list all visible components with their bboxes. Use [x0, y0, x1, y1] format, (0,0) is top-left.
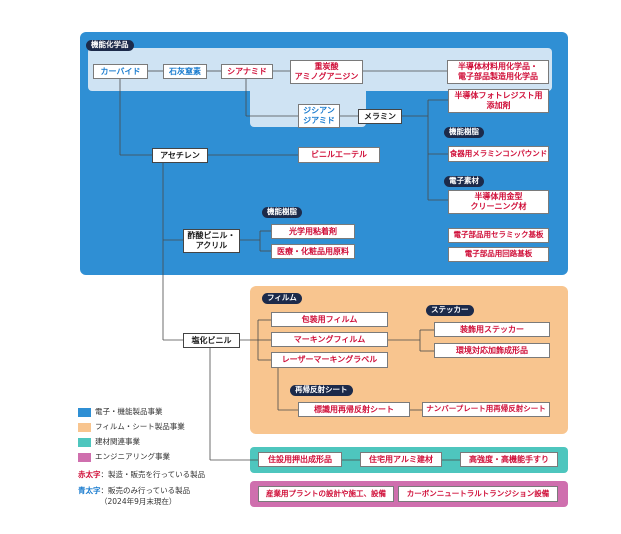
node-carbon-neutral: カーボンニュートラルトランジション設備 — [398, 486, 558, 502]
node-pvc: 塩化ビニル — [183, 333, 240, 348]
tag-sticker: ステッカー — [426, 305, 474, 316]
legend-label-building: 建材関連事業 — [95, 437, 140, 447]
node-photoresist-line1: 半導体フォトレジスト用 — [454, 91, 543, 101]
tag-retroreflective-sheet: 再帰反射シート — [290, 385, 353, 396]
tag-electronic-materials: 電子素材 — [444, 176, 484, 187]
tag-functional-chemicals: 機能化学品 — [86, 40, 134, 51]
node-bicarb-line1: 重炭酸 — [314, 62, 339, 72]
node-plate-sheet: ナンバープレート用再帰反射シート — [422, 402, 550, 417]
note-blue-text: ：販売のみ行っている製品 — [100, 486, 191, 495]
legend-item-film: フィルム・シート製品事業 — [78, 420, 185, 435]
node-sign-sheet: 標識用再帰反射シート — [298, 402, 410, 417]
node-photoresist-line2: 添加剤 — [486, 101, 511, 110]
node-vinyl-ether: ビニルエーテル — [298, 147, 380, 163]
legend-swatch-engineering — [78, 453, 91, 462]
node-dicy-line1: ジシアン — [303, 106, 335, 116]
note-red-text: ：製造・販売を行っている製品 — [100, 470, 206, 479]
node-semicon-chem-line1: 半導体材料用化学品・ — [458, 62, 538, 72]
note-blue-key: 青太字 — [78, 486, 101, 495]
node-dicy-line2: ジアミド — [303, 116, 335, 125]
node-cleaning-line2: クリーニング材 — [470, 202, 527, 211]
legend-label-engineering: エンジニアリング事業 — [95, 452, 170, 462]
legend-swatch-electronic — [78, 408, 91, 417]
node-semicon-chem: 半導体材料用化学品・ 電子部品製造用化学品 — [447, 60, 549, 84]
note-date: （2024年9月末現在） — [100, 497, 177, 506]
legend-item-building: 建材関連事業 — [78, 435, 185, 450]
node-melamine: メラミン — [358, 109, 402, 124]
tag-functional-resin-top: 機能樹脂 — [444, 127, 484, 138]
node-dicyandiamide: ジシアン ジアミド — [298, 104, 340, 128]
node-housing-extrusion: 住設用押出成形品 — [258, 452, 342, 467]
legend-label-film: フィルム・シート製品事業 — [95, 422, 185, 432]
node-semicon-chem-line2: 電子部品製造用化学品 — [458, 72, 538, 81]
node-decorative-sticker: 装飾用ステッカー — [434, 322, 550, 337]
node-carbide: カーバイド — [93, 64, 148, 79]
node-circuit-board: 電子部品用回路基板 — [448, 247, 549, 262]
node-vinyl-acetate-line1: 酢酸ビニル・ — [187, 231, 236, 241]
node-laser-label: レーザーマーキングラベル — [271, 352, 388, 368]
legend-label-electronic: 電子・機能製品事業 — [95, 407, 163, 417]
node-bicarb-line2: アミノグアニジン — [294, 72, 359, 81]
node-aluminum-material: 住宅用アルミ建材 — [360, 452, 442, 467]
note-red-key: 赤太字 — [78, 470, 101, 479]
node-handrail: 高強度・高機能手すり — [460, 452, 558, 467]
node-cyanamide: シアナミド — [221, 64, 273, 79]
node-cleaning-material: 半導体用金型 クリーニング材 — [448, 190, 549, 214]
node-medical-cosmetic: 医療・化粧品用原料 — [271, 244, 355, 259]
node-packaging-film: 包装用フィルム — [271, 312, 388, 327]
legend-item-electronic: 電子・機能製品事業 — [78, 405, 185, 420]
node-marking-film: マーキングフィルム — [271, 332, 388, 347]
legend-swatch-building — [78, 438, 91, 447]
node-melamine-compound: 食器用メラミンコンパウンド — [448, 146, 549, 162]
node-vinyl-acetate-acrylic: 酢酸ビニル・ アクリル — [183, 229, 240, 253]
tag-film: フィルム — [262, 293, 302, 304]
node-ceramic-substrate: 電子部品用セラミック基板 — [448, 228, 549, 243]
node-acetylene: アセチレン — [152, 148, 208, 163]
note-red: 赤太字：製造・販売を行っている製品 — [78, 470, 206, 480]
node-plant-design: 産業用プラントの設計や施工、設備 — [258, 486, 394, 502]
node-optical-adhesive: 光学用粘着剤 — [271, 224, 355, 239]
legend: 電子・機能製品事業 フィルム・シート製品事業 建材関連事業 エンジニアリング事業 — [78, 405, 185, 465]
tag-functional-resin-left: 機能樹脂 — [262, 207, 302, 218]
legend-swatch-film — [78, 423, 91, 432]
legend-item-engineering: エンジニアリング事業 — [78, 450, 185, 465]
node-eco-molded: 環境対応加飾成形品 — [434, 343, 550, 358]
node-vinyl-acetate-line2: アクリル — [195, 241, 228, 250]
node-lime-nitrogen: 石灰窒素 — [163, 64, 207, 79]
node-semicon-photoresist: 半導体フォトレジスト用 添加剤 — [448, 89, 549, 113]
node-bicarb-aminoguanidine: 重炭酸 アミノグアニジン — [290, 60, 363, 84]
note-blue: 青太字：販売のみ行っている製品 — [78, 486, 191, 496]
node-cleaning-line1: 半導体用金型 — [474, 192, 523, 202]
